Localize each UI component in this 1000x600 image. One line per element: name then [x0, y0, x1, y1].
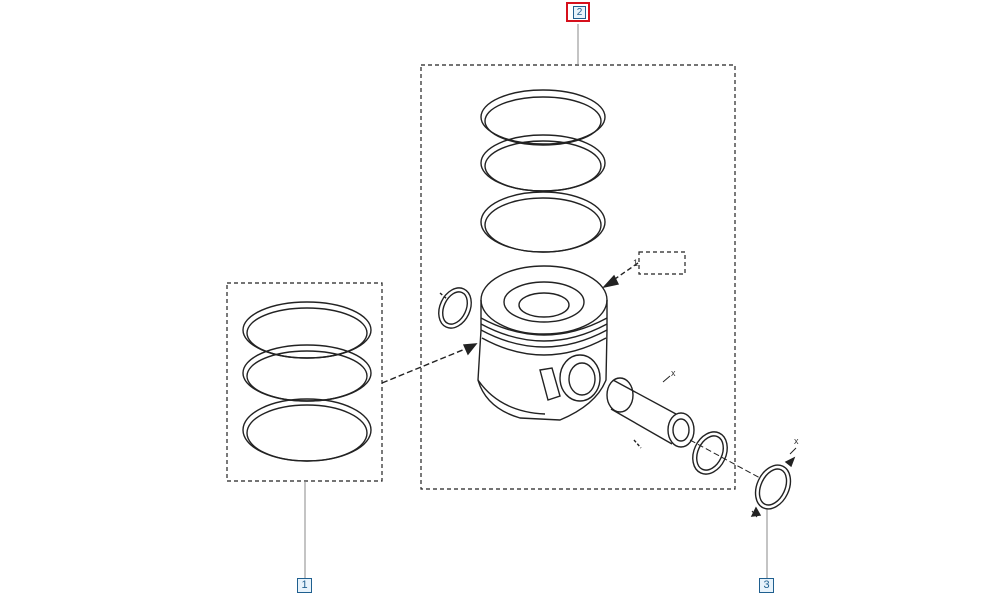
- piston-reference-arrow: [602, 262, 639, 289]
- piston-ring-bottom: [480, 191, 606, 253]
- retaining-circlip: [750, 447, 797, 518]
- ring-set-ring-1: [242, 301, 372, 359]
- callout-2[interactable]: 2: [573, 6, 586, 19]
- ring-set-ring-2: [242, 344, 372, 402]
- snap-ring-left: [438, 287, 472, 329]
- piston-ring-middle: [480, 134, 606, 192]
- reference-box: [638, 251, 686, 275]
- circlip-dimension-label: x: [794, 436, 799, 446]
- ring-set-ring-3: [242, 398, 372, 462]
- callout-1[interactable]: 1: [297, 578, 312, 593]
- piston-pin-circlip: [692, 431, 728, 475]
- pin-dimension-label: x: [671, 368, 676, 378]
- pin-dimension-line: [662, 375, 671, 383]
- callout-3[interactable]: 3: [759, 578, 774, 593]
- piston-ring-top: [480, 89, 606, 146]
- callout-2-selected-frame[interactable]: 2: [566, 2, 590, 22]
- piston: [477, 265, 608, 421]
- pin-axis-line: [689, 439, 761, 479]
- assembly-arrow: [381, 343, 478, 384]
- piston-pin: [606, 377, 695, 449]
- piston-reference-label: 1: [633, 258, 639, 268]
